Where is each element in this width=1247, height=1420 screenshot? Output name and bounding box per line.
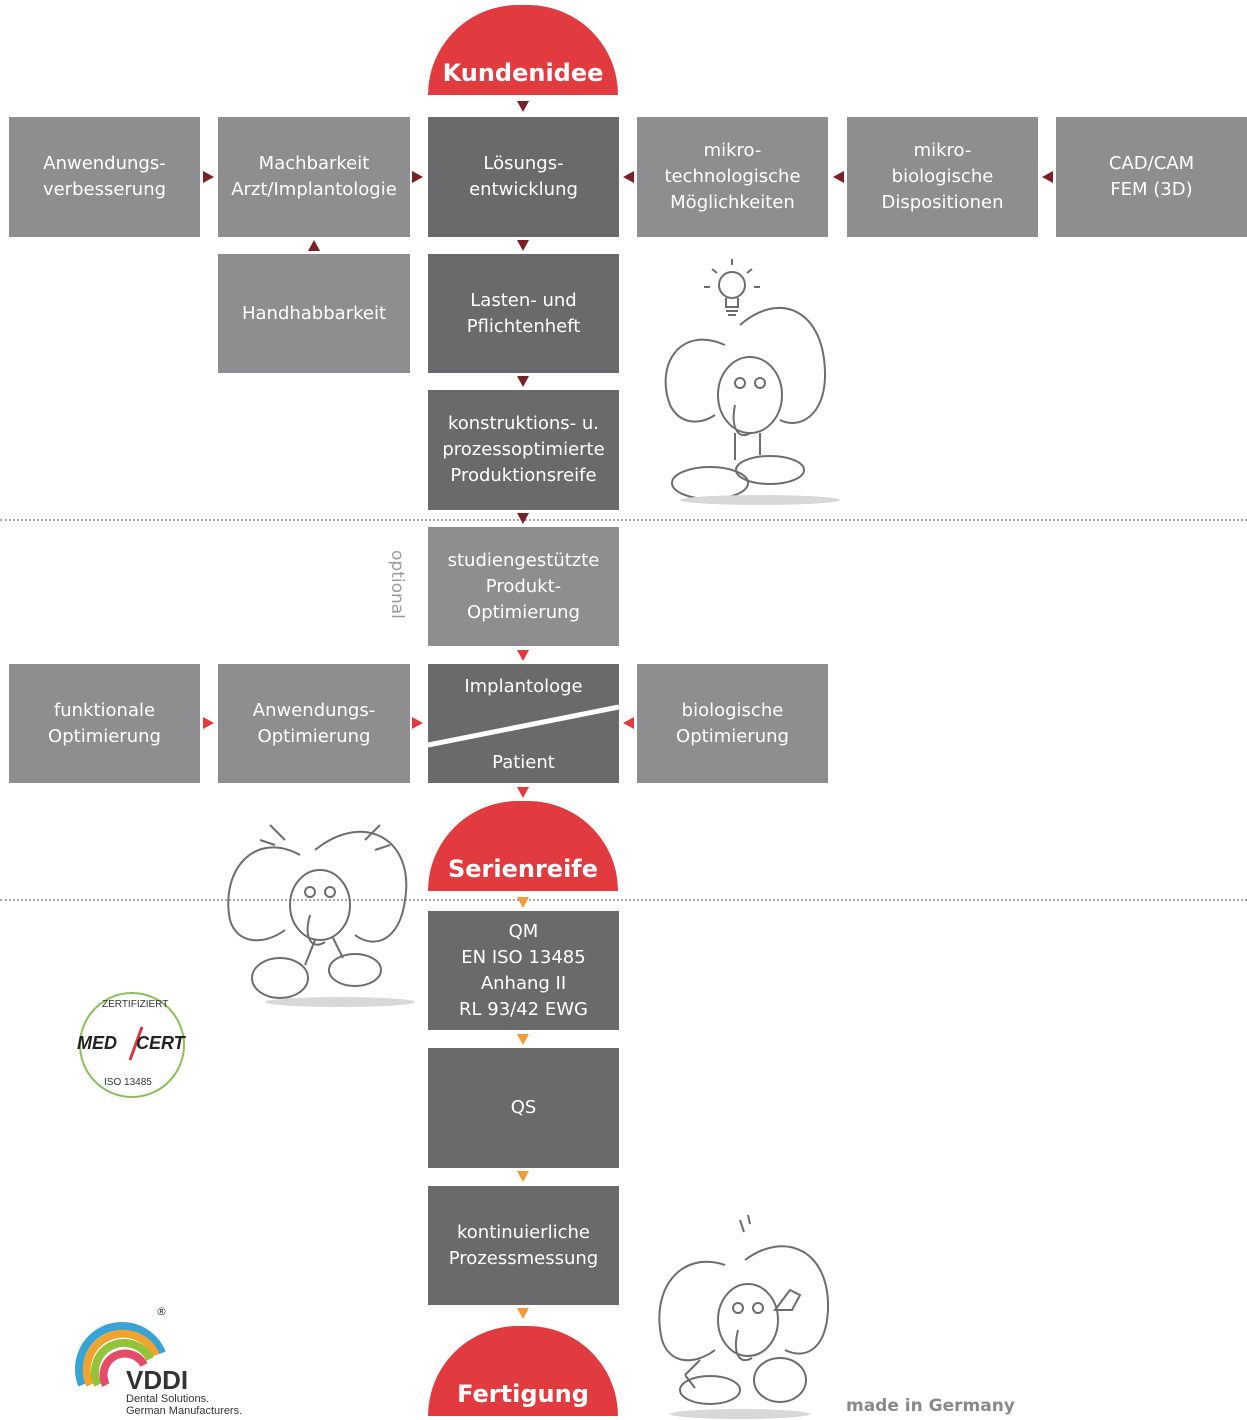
vddi-name: VDDI <box>126 1365 189 1395</box>
arrow-to-qs <box>517 1034 529 1045</box>
arrow-row1-b <box>412 171 423 183</box>
box-handhabbarkeit: Handhabbarkeit <box>218 254 410 373</box>
arrow-kundenidee-down <box>517 101 529 112</box>
kundenidee-dome: Kundenidee <box>428 5 618 95</box>
lastenheft-label: Lasten- und Pflichtenheft <box>466 289 581 337</box>
cheering-elephant-illustration <box>227 824 415 1007</box>
fertigung-label: Fertigung <box>457 1380 589 1408</box>
box-machbarkeit: Machbarkeit Arzt/Implantologie <box>218 117 410 237</box>
box-studien: studiengestützte Produkt- Optimierung <box>428 527 619 646</box>
thumbs-up-elephant-illustration <box>658 1214 830 1419</box>
arrow-row1-c <box>623 171 634 183</box>
vddi-logo: ® VDDI Dental Solutions. German Manufact… <box>72 1305 262 1417</box>
prozessmessung-label: kontinuierliche Prozessmessung <box>448 1221 599 1269</box>
mikrotechnologische-label: mikro- technologische Möglichkeiten <box>664 140 801 213</box>
arrow-to-produktionsreife <box>517 376 529 387</box>
kundenidee-label: Kundenidee <box>442 59 604 87</box>
arrow-to-serienreife <box>517 787 529 798</box>
box-implantologe-patient: Implantologe Patient <box>428 664 619 783</box>
box-qm: QM EN ISO 13485 Anhang II RL 93/42 EWG <box>428 911 619 1030</box>
box-produktionsreife: konstruktions- u. prozessoptimierte Prod… <box>428 390 619 510</box>
anwendungsverbesserung-label: Anwendungs- verbesserung <box>42 153 167 200</box>
qm-label: QM EN ISO 13485 Anhang II RL 93/42 EWG <box>459 920 588 1020</box>
biologische-label: biologische Optimierung <box>676 699 789 747</box>
box-funktionale: funktionale Optimierung <box>9 664 200 783</box>
arrow-row2-c <box>623 717 634 729</box>
box-lastenheft: Lasten- und Pflichtenheft <box>428 254 619 373</box>
arrow-row1-d <box>833 171 844 183</box>
produktionsreife-label: konstruktions- u. prozessoptimierte Prod… <box>442 413 605 486</box>
funktionale-label: funktionale Optimierung <box>48 699 161 747</box>
fertigung-dome: Fertigung <box>428 1326 618 1416</box>
box-cadcam: CAD/CAM FEM (3D) <box>1056 117 1247 237</box>
arrow-row2-a <box>203 717 214 729</box>
medcert-top-text: ZERTIFIZIERT <box>102 999 169 1010</box>
vddi-rainbow-icon <box>74 1321 166 1387</box>
serienreife-dome: Serienreife <box>428 801 618 891</box>
arrow-row1-a <box>203 171 214 183</box>
vddi-tagline-2: German Manufacturers. <box>126 1405 243 1417</box>
arrow-to-studien <box>517 513 529 524</box>
arrow-row2-b <box>412 717 423 729</box>
patient-label: Patient <box>492 752 555 773</box>
diagonal-split <box>428 704 619 748</box>
arrow-to-qm <box>517 897 529 908</box>
medcert-badge: ZERTIFIZIERT MED CERT ISO 13485 <box>72 985 192 1105</box>
medcert-main-right: CERT <box>136 1033 185 1053</box>
mikrobiologische-label: mikro- biologische Dispositionen <box>881 140 1004 213</box>
serienreife-label: Serienreife <box>447 855 599 883</box>
qs-label: QS <box>510 1097 537 1118</box>
medcert-seal-icon <box>79 992 185 1098</box>
box-qs: QS <box>428 1048 619 1168</box>
box-mikrotechnologische: mikro- technologische Möglichkeiten <box>637 117 828 237</box>
box-anwendungsoptimierung: Anwendungs- Optimierung <box>218 664 410 783</box>
divider-top <box>0 519 1247 521</box>
box-anwendungsverbesserung: Anwendungs- verbesserung <box>9 117 200 237</box>
divider-bottom <box>0 899 1247 901</box>
made-in-germany-label: made in Germany <box>846 1396 1015 1416</box>
box-biologische: biologische Optimierung <box>637 664 828 783</box>
arrow-to-lastenheft <box>517 240 529 251</box>
medcert-main-left: MED <box>77 1033 117 1053</box>
thinking-elephant-illustration <box>664 259 840 505</box>
loesungsentwicklung-label: Lösungs- entwicklung <box>469 153 578 200</box>
medcert-bottom-text: ISO 13485 <box>104 1077 152 1088</box>
arrow-to-implantologe <box>517 650 529 661</box>
cadcam-label: CAD/CAM FEM (3D) <box>1108 153 1195 200</box>
handhabbarkeit-label: Handhabbarkeit <box>241 302 387 324</box>
arrow-to-fertigung <box>517 1308 529 1319</box>
optional-label: optional <box>387 550 407 619</box>
arrow-to-prozessmessung <box>517 1171 529 1182</box>
box-mikrobiologische: mikro- biologische Dispositionen <box>847 117 1038 237</box>
arrow-row1-e <box>1042 171 1053 183</box>
implantologe-label: Implantologe <box>464 676 583 697</box>
vddi-reg-mark: ® <box>156 1305 167 1318</box>
machbarkeit-label: Machbarkeit Arzt/Implantologie <box>231 153 397 200</box>
arrow-handhabbarkeit-up <box>308 240 320 251</box>
box-prozessmessung: kontinuierliche Prozessmessung <box>428 1186 619 1305</box>
vddi-tagline-1: Dental Solutions. <box>126 1393 210 1405</box>
anwendungsoptimierung-label: Anwendungs- Optimierung <box>252 699 376 747</box>
studien-label: studiengestützte Produkt- Optimierung <box>447 549 600 623</box>
box-loesungsentwicklung: Lösungs- entwicklung <box>428 117 619 237</box>
